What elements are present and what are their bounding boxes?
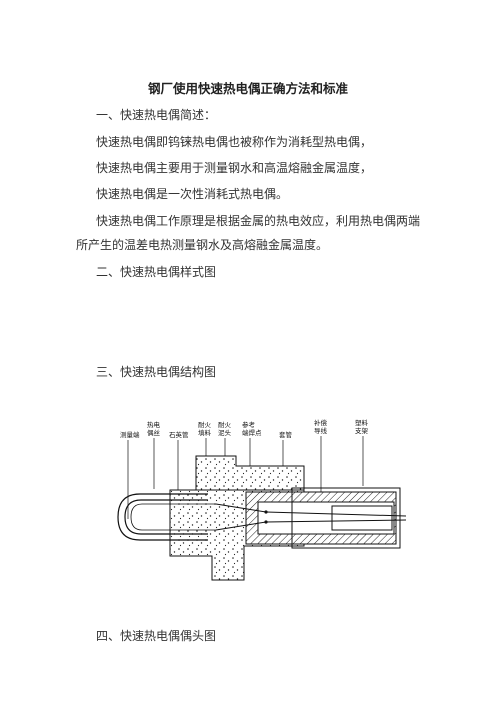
paragraph-line: 所产生的温差电热测量钢水及高熔融金属温度。 [76, 238, 329, 252]
label-text: 热电 [147, 420, 161, 429]
paragraph-line: 快速热电偶工作原理是根据金属的热电效应，利用热电偶两端 [96, 214, 421, 228]
label-text: 补偿 [314, 418, 328, 427]
label-text: 泥头 [218, 428, 232, 437]
section-1-heading: 一、快速热电偶简述： [96, 108, 217, 122]
paragraph-line: 快速热电偶即钨铼热电偶也被称作为消耗型热电偶， [96, 135, 373, 149]
label-text: 参考 [242, 420, 256, 429]
label-text: 偶丝 [147, 428, 161, 437]
label-text: 套管 [279, 430, 293, 439]
thermocouple-structure-diagram: 测量端 热电 偶丝 石英管 耐火 填料 耐火 泥头 参考 端焊点 套管 补偿 导… [96, 394, 416, 594]
section-2-heading: 二、快速热电偶样式图 [96, 265, 217, 279]
paragraph-line: 快速热电偶主要用于测量钢水和高温熔融金属温度， [96, 161, 373, 175]
label-text: 耐火 [198, 421, 212, 429]
section-4-heading: 四、快速热电偶偶头图 [96, 629, 217, 643]
section-3-heading: 三、快速热电偶结构图 [96, 365, 217, 379]
quartz-tube [117, 493, 208, 541]
label-text: 端焊点 [242, 428, 262, 437]
label-text: 耐火 [218, 421, 232, 429]
label-text: 测量端 [120, 430, 140, 439]
label-text: 石英管 [169, 430, 189, 439]
thermocouple-wire [130, 503, 216, 531]
document-title: 钢厂使用快速热电偶正确方法和标准 [147, 81, 348, 96]
plastic-support [291, 487, 401, 549]
paragraph-line: 快速热电偶是一次性消耗式热电偶。 [96, 187, 289, 201]
label-text: 填料 [198, 428, 212, 437]
label-text: 支架 [355, 426, 369, 435]
label-text: 塑料 [355, 418, 369, 427]
label-text: 导线 [314, 426, 328, 435]
